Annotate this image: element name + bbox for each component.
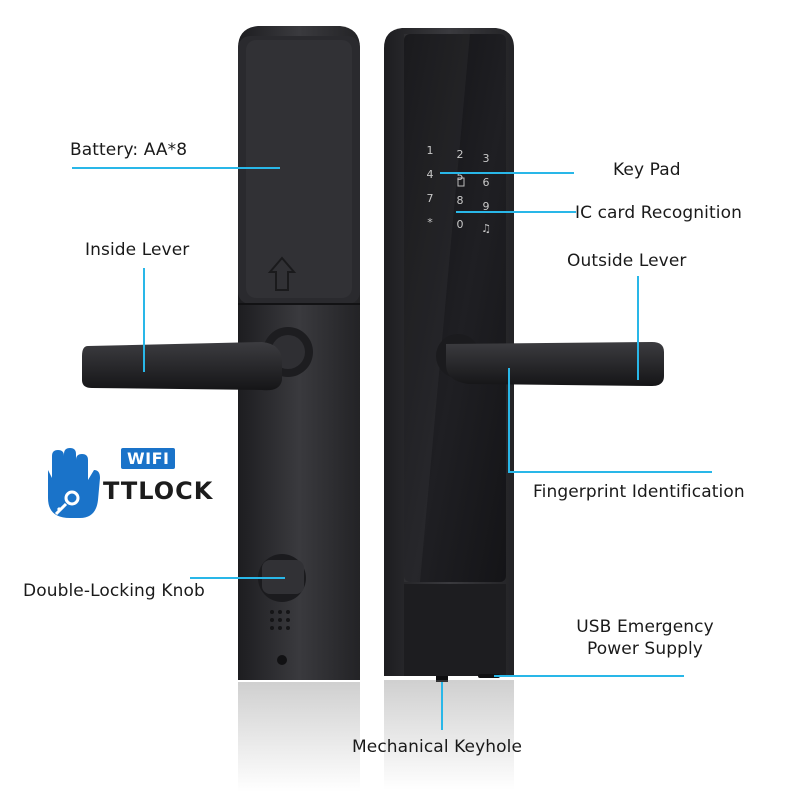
keypad-key[interactable]: 3 bbox=[482, 152, 490, 165]
keypad-key[interactable]: * bbox=[427, 216, 433, 229]
keypad-key[interactable]: 9 bbox=[482, 200, 490, 213]
keypad-key[interactable]: 5 bbox=[456, 170, 464, 183]
outside-lever-label: Outside Lever bbox=[567, 251, 687, 271]
leader-line bbox=[440, 172, 574, 174]
leader-line bbox=[508, 471, 712, 473]
outside-lock-body bbox=[384, 28, 664, 790]
wifi-badge: WIFI bbox=[121, 448, 176, 469]
leader-line bbox=[190, 577, 285, 579]
leader-line bbox=[508, 368, 510, 472]
fingerprint-label: Fingerprint Identification bbox=[533, 482, 745, 502]
keypad-key[interactable]: 6 bbox=[482, 176, 490, 189]
keypad-key[interactable]: 8 bbox=[456, 194, 464, 207]
keypad-key[interactable]: 7 bbox=[426, 192, 434, 205]
leader-line bbox=[72, 167, 280, 169]
glass-panel bbox=[404, 34, 506, 582]
bell-icon[interactable]: ♫ bbox=[481, 222, 491, 235]
usb-label: USB Emergency Power Supply bbox=[560, 617, 730, 659]
hand-with-key-icon bbox=[48, 448, 100, 518]
keyhole-label: Mechanical Keyhole bbox=[352, 737, 523, 757]
brand-logo-text: TTLOCK bbox=[103, 477, 214, 505]
keypad-key[interactable]: 0 bbox=[456, 218, 464, 231]
usb-label-line-2: Power Supply bbox=[587, 639, 703, 659]
inside-lever-label: Inside Lever bbox=[85, 240, 190, 260]
leader-line bbox=[637, 276, 639, 380]
key-pad-label: Key Pad bbox=[613, 160, 681, 180]
keypad-key[interactable]: 2 bbox=[456, 148, 464, 161]
leader-line bbox=[441, 682, 443, 730]
inside-lever bbox=[82, 342, 282, 391]
leader-line bbox=[143, 268, 145, 372]
keypad-key[interactable]: 4 bbox=[426, 168, 434, 181]
keypad-key[interactable]: 1 bbox=[426, 144, 434, 157]
double-locking-knob-label: Double-Locking Knob bbox=[23, 581, 205, 601]
leader-line bbox=[456, 211, 576, 213]
battery-label: Battery: AA*8 bbox=[70, 140, 188, 160]
leader-line bbox=[494, 675, 684, 677]
keypad: 1 4 7 * 2 5 8 0 3 6 9 ♫ bbox=[420, 144, 500, 235]
usb-label-line-1: USB Emergency bbox=[576, 617, 714, 637]
outside-lever bbox=[446, 342, 664, 386]
ic-card-label: IC card Recognition bbox=[575, 203, 742, 223]
